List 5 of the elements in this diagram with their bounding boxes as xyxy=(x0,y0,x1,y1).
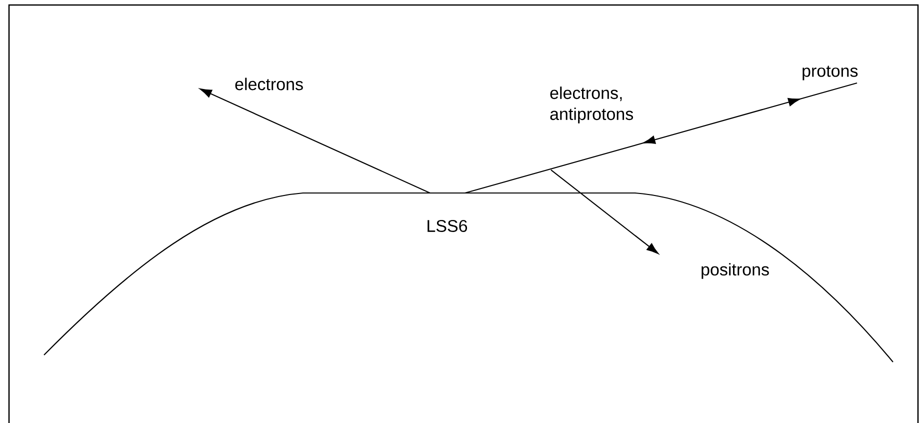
beam-label: electrons, antiprotons xyxy=(550,86,634,124)
beam-label: electrons xyxy=(235,78,303,90)
beam-label: positrons xyxy=(702,263,769,279)
beam-label: LSS6 xyxy=(428,220,468,232)
beam-label: protons xyxy=(802,66,858,80)
